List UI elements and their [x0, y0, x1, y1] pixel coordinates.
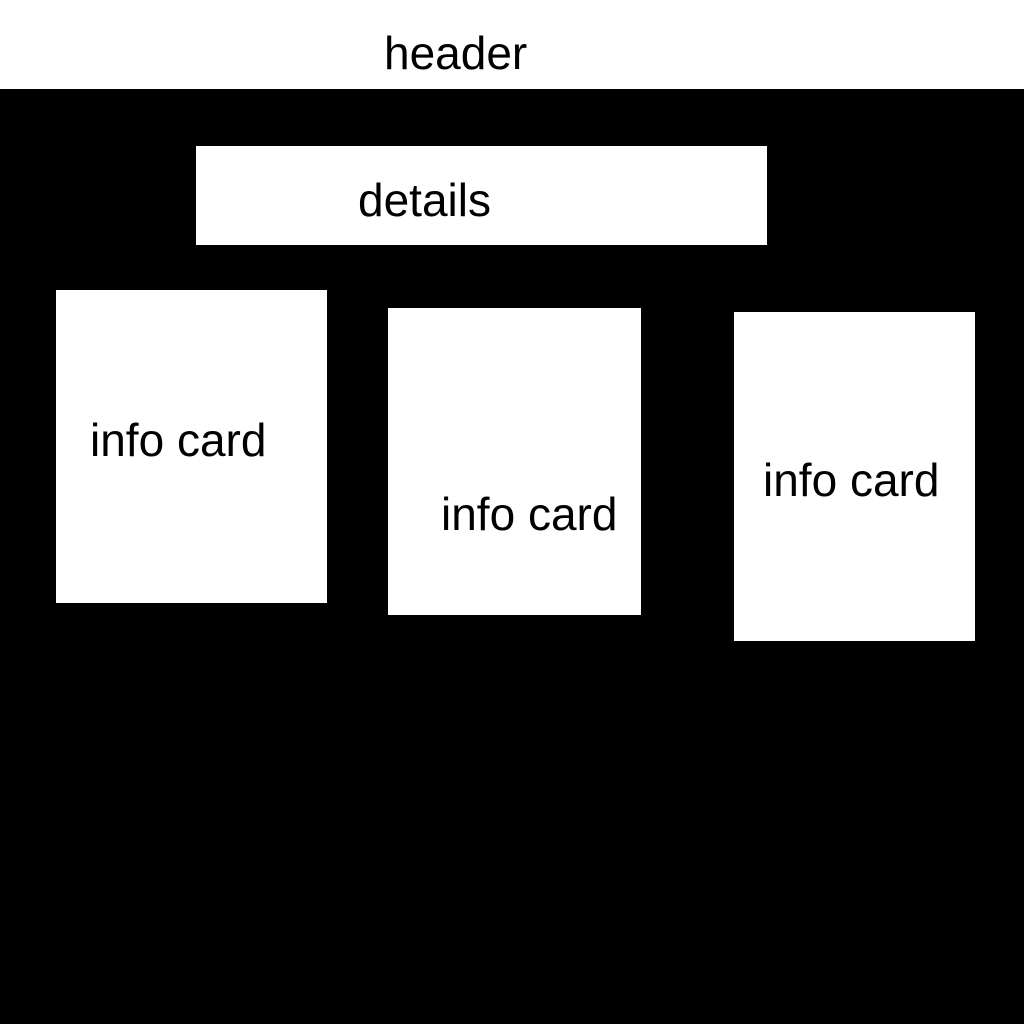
info-card-1: info card — [56, 290, 327, 603]
header-bar: header — [0, 0, 1024, 89]
details-label: details — [358, 174, 491, 226]
info-card-label: info card — [763, 454, 940, 506]
details-panel: details — [196, 146, 767, 245]
header-label: header — [384, 27, 528, 79]
info-card-label: info card — [90, 414, 267, 466]
info-card-2: info card — [388, 308, 641, 615]
info-card-3: info card — [734, 312, 975, 641]
info-card-label: info card — [441, 488, 618, 540]
